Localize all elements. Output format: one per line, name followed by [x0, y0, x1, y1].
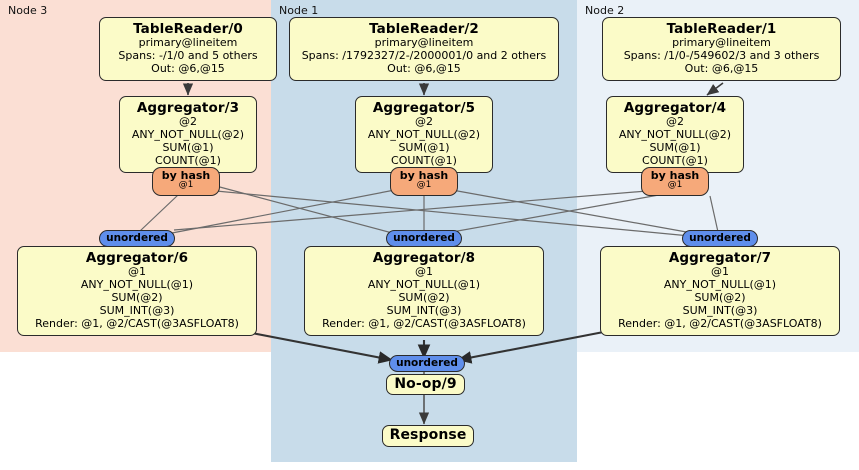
- node-line: ANY_NOT_NULL(@1): [663, 278, 777, 292]
- node-line: SUM(@1): [398, 141, 450, 155]
- synchronizer-label: unordered: [106, 231, 168, 244]
- node-aggregator-3[interactable]: Aggregator/3 @2 ANY_NOT_NULL(@2) SUM(@1)…: [119, 96, 257, 174]
- router-by-hash-center[interactable]: by hash @1: [390, 167, 458, 196]
- node-line: ANY_NOT_NULL(@1): [80, 278, 194, 292]
- node-line: SUM(@1): [649, 141, 701, 155]
- node-line: SUM(@1): [162, 141, 214, 155]
- node-title: Response: [389, 427, 467, 444]
- node-line: SUM_INT(@3): [682, 304, 758, 318]
- panel-label-node-3: Node 3: [8, 4, 48, 17]
- node-line: Spans: -/1/0 and 5 others: [118, 49, 258, 63]
- router-label: by hash: [161, 169, 211, 182]
- node-title: Aggregator/5: [372, 100, 476, 116]
- node-line: Out: @6,@15: [684, 62, 759, 76]
- node-line: Out: @6,@15: [387, 62, 461, 76]
- node-line: @2: [415, 115, 433, 129]
- synchronizer-label: unordered: [396, 356, 458, 369]
- node-title: TableReader/1: [666, 21, 777, 37]
- router-label: by hash: [399, 169, 449, 182]
- node-line: primary@lineitem: [672, 36, 771, 50]
- node-line: @1: [711, 265, 729, 279]
- synchronizer-unordered-final[interactable]: unordered: [389, 355, 465, 372]
- node-line: COUNT(@1): [391, 154, 457, 168]
- router-column: @1: [667, 180, 683, 191]
- node-line: ANY_NOT_NULL(@1): [367, 278, 481, 292]
- synchronizer-label: unordered: [689, 231, 751, 244]
- node-tablereader-2[interactable]: TableReader/2 primary@lineitem Spans: /1…: [289, 17, 559, 82]
- node-line: @1: [128, 265, 146, 279]
- node-title: No-op/9: [394, 375, 457, 392]
- node-title: TableReader/2: [369, 21, 479, 37]
- node-aggregator-5[interactable]: Aggregator/5 @2 ANY_NOT_NULL(@2) SUM(@1)…: [355, 96, 493, 174]
- node-line: COUNT(@1): [155, 154, 221, 168]
- node-line: SUM(@2): [694, 291, 746, 305]
- node-line: @2: [179, 115, 197, 129]
- node-line: Render: @1, @2/CAST(@3ASFLOAT8): [618, 317, 822, 331]
- node-line: COUNT(@1): [642, 154, 708, 168]
- node-line: Render: @1, @2/CAST(@3ASFLOAT8): [35, 317, 239, 331]
- node-title: Aggregator/6: [85, 250, 189, 266]
- router-label: by hash: [650, 169, 700, 182]
- node-tablereader-0[interactable]: TableReader/0 primary@lineitem Spans: -/…: [99, 17, 277, 82]
- node-line: ANY_NOT_NULL(@2): [367, 128, 481, 142]
- node-title: Aggregator/4: [623, 100, 727, 116]
- node-aggregator-6[interactable]: Aggregator/6 @1 ANY_NOT_NULL(@1) SUM(@2)…: [17, 246, 257, 337]
- node-line: Out: @6,@15: [151, 62, 225, 76]
- node-title: Aggregator/7: [668, 250, 772, 266]
- node-line: SUM(@2): [111, 291, 163, 305]
- synchronizer-unordered-right[interactable]: unordered: [682, 230, 758, 247]
- node-title: TableReader/0: [133, 21, 243, 37]
- node-title: Aggregator/8: [372, 250, 476, 266]
- node-line: ANY_NOT_NULL(@2): [618, 128, 732, 142]
- panel-label-node-2: Node 2: [585, 4, 625, 17]
- node-line: @2: [666, 115, 684, 129]
- node-line: Render: @1, @2/CAST(@3ASFLOAT8): [322, 317, 526, 331]
- node-line: Spans: /1/0-/549602/3 and 3 others: [623, 49, 820, 63]
- node-response[interactable]: Response: [382, 425, 474, 447]
- synchronizer-label: unordered: [393, 231, 455, 244]
- node-line: ANY_NOT_NULL(@2): [131, 128, 245, 142]
- router-column: @1: [178, 180, 194, 191]
- node-line: Spans: /1792327/2-/2000001/0 and 2 other…: [301, 49, 547, 63]
- panel-label-node-1: Node 1: [279, 4, 319, 17]
- router-by-hash-left[interactable]: by hash @1: [152, 167, 220, 196]
- router-by-hash-right[interactable]: by hash @1: [641, 167, 709, 196]
- router-column: @1: [416, 180, 432, 191]
- node-title: Aggregator/3: [136, 100, 240, 116]
- node-line: SUM_INT(@3): [99, 304, 175, 318]
- node-line: @1: [415, 265, 433, 279]
- node-line: primary@lineitem: [374, 36, 474, 50]
- synchronizer-unordered-left[interactable]: unordered: [99, 230, 175, 247]
- synchronizer-unordered-center[interactable]: unordered: [386, 230, 462, 247]
- node-aggregator-4[interactable]: Aggregator/4 @2 ANY_NOT_NULL(@2) SUM(@1)…: [606, 96, 744, 174]
- node-line: SUM(@2): [398, 291, 450, 305]
- node-noop-9[interactable]: No-op/9: [386, 374, 465, 395]
- node-aggregator-7[interactable]: Aggregator/7 @1 ANY_NOT_NULL(@1) SUM(@2)…: [600, 246, 840, 337]
- node-aggregator-8[interactable]: Aggregator/8 @1 ANY_NOT_NULL(@1) SUM(@2)…: [304, 246, 544, 337]
- node-line: primary@lineitem: [138, 36, 238, 50]
- node-tablereader-1[interactable]: TableReader/1 primary@lineitem Spans: /1…: [602, 17, 841, 82]
- node-line: SUM_INT(@3): [386, 304, 462, 318]
